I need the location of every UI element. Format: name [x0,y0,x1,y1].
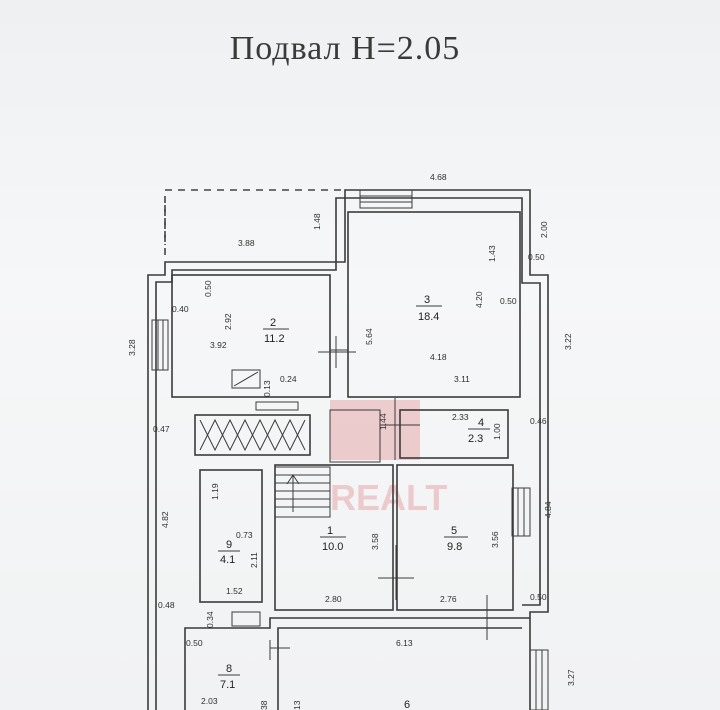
room-5-outline [396,464,514,611]
room-3-outline [347,211,521,398]
dim-label: 4.68 [430,172,447,182]
dim-label: 3.58 [370,533,380,550]
svg-text:2: 2 [270,317,276,329]
svg-text:9.8: 9.8 [447,541,462,553]
dim-label: 1.44 [378,413,388,430]
dim-label: 3.28 [127,339,137,356]
dim-label: 0.73 [236,530,253,540]
stove [194,414,311,456]
dim-label: 3.22 [563,333,573,350]
dim-label: 1.00 [492,423,502,440]
dim-label: 2.03 [201,696,218,706]
lower-wall-inner [277,627,522,710]
vent-slot [255,401,299,411]
dim-label: 0.47 [153,424,170,434]
dashed-outline [164,189,345,255]
dim-label: 3.56 [490,531,500,548]
svg-text:18.4: 18.4 [418,311,439,323]
svg-text:7.1: 7.1 [220,679,235,691]
svg-text:6: 6 [404,699,410,710]
partition-block [329,409,381,463]
svg-text:10.0: 10.0 [322,541,343,553]
svg-text:4: 4 [478,417,484,429]
svg-text:5: 5 [451,525,457,537]
dim-label: 1.52 [226,586,243,596]
dimension-labels: 4.68 1.48 3.88 2.00 1.43 0.50 0.50 0.40 … [127,172,576,710]
dim-label: 0.50 [500,296,517,306]
dim-label: 0.24 [280,374,297,384]
dim-label: 3.88 [238,238,255,248]
svg-text:9: 9 [226,539,232,551]
room-1-outline [274,464,394,611]
lower-right-window [529,649,549,710]
svg-text:2.3: 2.3 [468,433,483,445]
room-label-1: 1 10.0 [320,525,346,553]
room-label-5: 5 9.8 [444,525,468,553]
dim-label: 0.46 [530,416,547,426]
vent-box [231,369,261,389]
dim-label: 1.43 [487,245,497,262]
watermark-text: REALT [330,477,447,518]
dim-label: 0.34 [205,611,215,628]
dim-label: 0.50 [528,252,545,262]
svg-text:8: 8 [226,663,232,675]
dim-label: 4.18 [430,352,447,362]
dim-label: 0.50 [186,638,203,648]
top-window [359,189,413,209]
svg-text:4.1: 4.1 [220,554,235,566]
dim-label: 13 [292,700,302,710]
svg-text:3: 3 [424,294,430,306]
right-window [511,487,531,537]
plan-title: Подвал H=2.05 [229,30,461,67]
dim-label: 5.64 [364,328,374,345]
room-label-6: 6 [404,699,410,710]
dim-label: 6.13 [396,638,413,648]
dim-label: 0.50 [203,280,213,297]
left-window [151,319,169,371]
door-block [231,611,261,627]
stairs [274,466,331,518]
dim-label: 1.19 [210,483,220,500]
dim-label: 0.40 [172,304,189,314]
room-2-outline [171,274,331,398]
dim-label: 38 [259,700,269,710]
room-9-outline [199,469,263,603]
dim-label: 0.13 [262,380,272,397]
room-label-4: 4 2.3 [468,417,490,445]
room-label-2: 2 11.2 [263,317,289,345]
dim-label: 4.84 [543,501,553,518]
dim-label: 3.92 [210,340,227,350]
room-4-outline [399,409,509,459]
room-label-9: 9 4.1 [218,539,240,566]
lower-wall [184,617,530,710]
dim-label: 2.80 [325,594,342,604]
room-label-8: 8 7.1 [218,663,240,691]
dim-label: 2.92 [223,313,233,330]
dim-label: 2.76 [440,594,457,604]
dim-label: 0.48 [158,600,175,610]
watermark: REALT [330,400,447,518]
dim-label: 0.50 [530,592,547,602]
svg-text:1: 1 [327,525,333,537]
dim-label: 2.33 [452,412,469,422]
room-label-3: 3 18.4 [416,294,442,323]
outer-wall [147,189,549,710]
outer-wall-inner [155,197,541,710]
dim-label: 3.27 [566,669,576,686]
dim-label: 2.11 [249,552,259,568]
svg-text:11.2: 11.2 [264,333,285,345]
dim-label: 4.20 [474,291,484,308]
dim-label: 3.11 [454,374,470,384]
dim-label: 4.82 [160,511,170,528]
dim-label: 2.00 [539,221,549,238]
dim-label: 1.48 [312,213,322,230]
